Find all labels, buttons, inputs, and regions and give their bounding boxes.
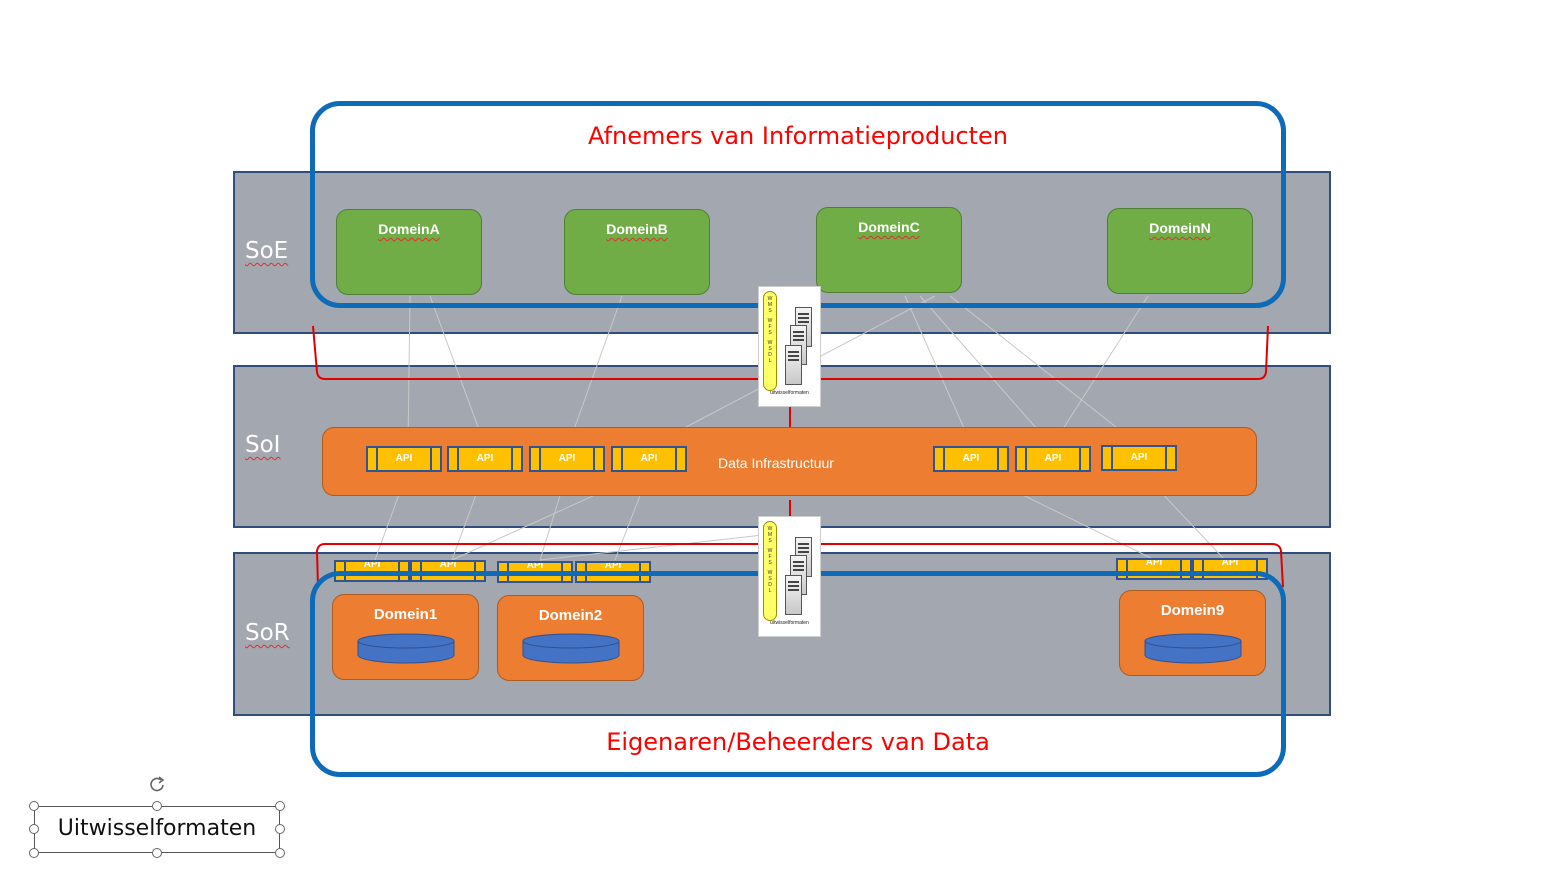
protocol-pill: WMS WFS WSDL bbox=[763, 521, 777, 621]
protocol-wsdl: WSDL bbox=[767, 340, 773, 364]
domain-n-label: DomeinN bbox=[1149, 220, 1211, 236]
domain-9: Domein9 bbox=[1119, 590, 1266, 676]
resize-handle[interactable] bbox=[275, 848, 285, 858]
protocol-wms: WMS bbox=[767, 526, 773, 544]
domain-2-label: Domein2 bbox=[538, 607, 603, 624]
api-block: API bbox=[366, 446, 442, 472]
layer-label-sor: SoR bbox=[245, 620, 290, 646]
domain-a-label: DomeinA bbox=[378, 221, 440, 237]
exchange-formats-caption: uitwisselformaten bbox=[770, 390, 809, 396]
domain-b-label: DomeinB bbox=[606, 221, 668, 237]
api-block: API bbox=[529, 446, 605, 472]
domain-n: DomeinN bbox=[1107, 208, 1253, 294]
resize-handle[interactable] bbox=[152, 801, 162, 811]
exchange-formats-caption: uitwisselformaten bbox=[770, 620, 809, 626]
domain-b: DomeinB bbox=[564, 209, 710, 295]
protocol-wfs: WFS bbox=[767, 548, 773, 566]
domain-1: Domein1 bbox=[332, 594, 479, 680]
database-icon bbox=[1144, 633, 1242, 664]
resize-handle[interactable] bbox=[29, 824, 39, 834]
domain-9-label: Domein9 bbox=[1160, 602, 1225, 619]
layer-label-soi: SoI bbox=[245, 432, 281, 458]
exchange-formats-card-top: WMS WFS WSDL uitwisselformaten bbox=[758, 286, 821, 407]
domain-a: DomeinA bbox=[336, 209, 482, 295]
exchange-formats-textbox[interactable]: Uitwisselformaten bbox=[34, 806, 280, 853]
resize-handle[interactable] bbox=[275, 824, 285, 834]
owners-title: Eigenaren/Beheerders van Data bbox=[606, 728, 990, 756]
server-icon bbox=[785, 575, 802, 615]
rotate-handle-icon[interactable] bbox=[148, 775, 166, 793]
domain-2: Domein2 bbox=[497, 595, 644, 681]
protocol-pill: WMS WFS WSDL bbox=[763, 291, 777, 391]
api-block: API bbox=[1101, 445, 1177, 471]
resize-handle[interactable] bbox=[152, 848, 162, 858]
consumers-title: Afnemers van Informatieproducten bbox=[588, 122, 1008, 150]
api-block: API bbox=[933, 446, 1009, 472]
textbox-label[interactable]: Uitwisselformaten bbox=[57, 816, 257, 841]
resize-handle[interactable] bbox=[275, 801, 285, 811]
database-icon bbox=[522, 633, 620, 664]
protocol-wsdl: WSDL bbox=[767, 570, 773, 594]
protocol-wms: WMS bbox=[767, 296, 773, 314]
domain-1-label: Domein1 bbox=[373, 606, 438, 623]
layer-label-soe: SoE bbox=[245, 238, 289, 264]
database-icon bbox=[357, 633, 455, 664]
resize-handle[interactable] bbox=[29, 801, 39, 811]
api-block: API bbox=[611, 446, 687, 472]
domain-c-label: DomeinC bbox=[858, 219, 920, 235]
data-infrastructure-label: Data Infrastructuur bbox=[718, 455, 834, 471]
domain-c: DomeinC bbox=[816, 207, 962, 293]
exchange-formats-card-bottom: WMS WFS WSDL uitwisselformaten bbox=[758, 516, 821, 637]
resize-handle[interactable] bbox=[29, 848, 39, 858]
api-block: API bbox=[1015, 446, 1091, 472]
api-block: API bbox=[447, 446, 523, 472]
protocol-wfs: WFS bbox=[767, 318, 773, 336]
server-icon bbox=[785, 345, 802, 385]
